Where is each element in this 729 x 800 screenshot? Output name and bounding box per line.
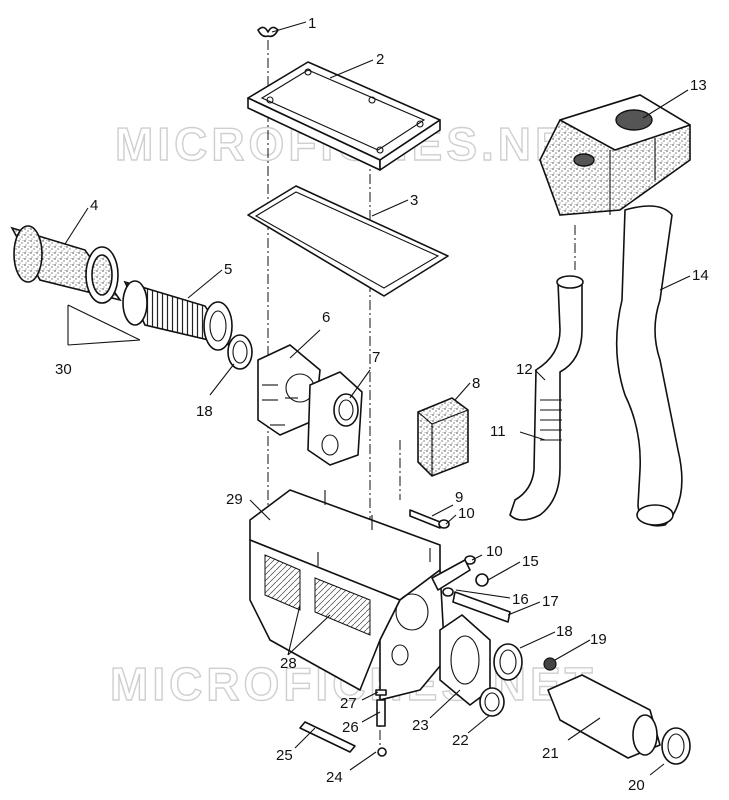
callout-18-upper: 18 bbox=[196, 403, 213, 420]
cover-gasket-part-3 bbox=[247, 185, 449, 297]
callout-28: 28 bbox=[280, 655, 297, 672]
airbox-base-part-29 bbox=[249, 489, 446, 701]
callout-29: 29 bbox=[226, 491, 243, 508]
callout-labels: 1 2 3 4 5 6 7 8 9 10 10 11 12 13 14 15 1… bbox=[55, 15, 709, 794]
callout-16: 16 bbox=[512, 591, 529, 608]
callout-22: 22 bbox=[452, 732, 469, 749]
callout-9: 9 bbox=[455, 489, 463, 506]
callout-18-lower: 18 bbox=[556, 623, 573, 640]
callout-17: 17 bbox=[542, 593, 559, 610]
foam-block-part-8 bbox=[417, 397, 469, 477]
adapter-part-7 bbox=[307, 371, 363, 466]
callout-4: 4 bbox=[90, 197, 98, 214]
callout-15: 15 bbox=[522, 553, 539, 570]
clamp-ring-part-18-upper bbox=[227, 334, 253, 370]
callout-30: 30 bbox=[55, 361, 72, 378]
callout-10-upper: 10 bbox=[458, 505, 475, 522]
intake-silencer-part-13 bbox=[539, 94, 691, 216]
callout-25: 25 bbox=[276, 747, 293, 764]
callout-2: 2 bbox=[376, 51, 384, 68]
clamp-part-20 bbox=[661, 727, 691, 765]
callout-12: 12 bbox=[516, 361, 533, 378]
bent-hose-parts-11-12 bbox=[509, 275, 584, 521]
long-duct-part-14 bbox=[615, 205, 683, 527]
bolt-part-9 bbox=[409, 509, 441, 529]
leader-lines bbox=[64, 21, 691, 776]
clamp-ring-part-18-lower bbox=[493, 643, 523, 681]
callout-6: 6 bbox=[322, 309, 330, 326]
callout-24: 24 bbox=[326, 769, 343, 786]
drain-plug-part-24 bbox=[377, 747, 387, 757]
callout-8: 8 bbox=[472, 375, 480, 392]
callout-26: 26 bbox=[342, 719, 359, 736]
prefilter-sleeve-part-4 bbox=[10, 225, 122, 304]
callout-1: 1 bbox=[308, 15, 316, 32]
outlet-duct-part-21 bbox=[547, 674, 661, 759]
callout-23: 23 bbox=[412, 717, 429, 734]
pipe-part-17 bbox=[452, 591, 511, 623]
assembly-axis-lines bbox=[267, 40, 576, 745]
washer-part-10-upper bbox=[438, 519, 450, 529]
wing-nut-part-1 bbox=[257, 26, 279, 38]
filter-element-part-5 bbox=[122, 280, 233, 351]
callout-11: 11 bbox=[490, 423, 506, 440]
ring-part-22 bbox=[479, 687, 505, 717]
callout-5: 5 bbox=[224, 261, 232, 278]
callout-14: 14 bbox=[692, 267, 709, 284]
callout-27: 27 bbox=[340, 695, 357, 712]
bracket-part-16 bbox=[431, 559, 471, 597]
nut-part-15 bbox=[475, 573, 489, 587]
callout-13: 13 bbox=[690, 77, 707, 94]
callout-10-lower: 10 bbox=[486, 543, 503, 560]
drain-tube-part-26 bbox=[376, 699, 386, 727]
callout-20: 20 bbox=[628, 777, 645, 794]
nut-part-19 bbox=[543, 657, 557, 671]
airbox-cover-part-2 bbox=[247, 61, 441, 171]
callout-3: 3 bbox=[410, 192, 418, 209]
callout-21: 21 bbox=[542, 745, 559, 762]
callout-19: 19 bbox=[590, 631, 607, 648]
flange-part-23 bbox=[439, 614, 491, 706]
callout-7: 7 bbox=[372, 349, 380, 366]
